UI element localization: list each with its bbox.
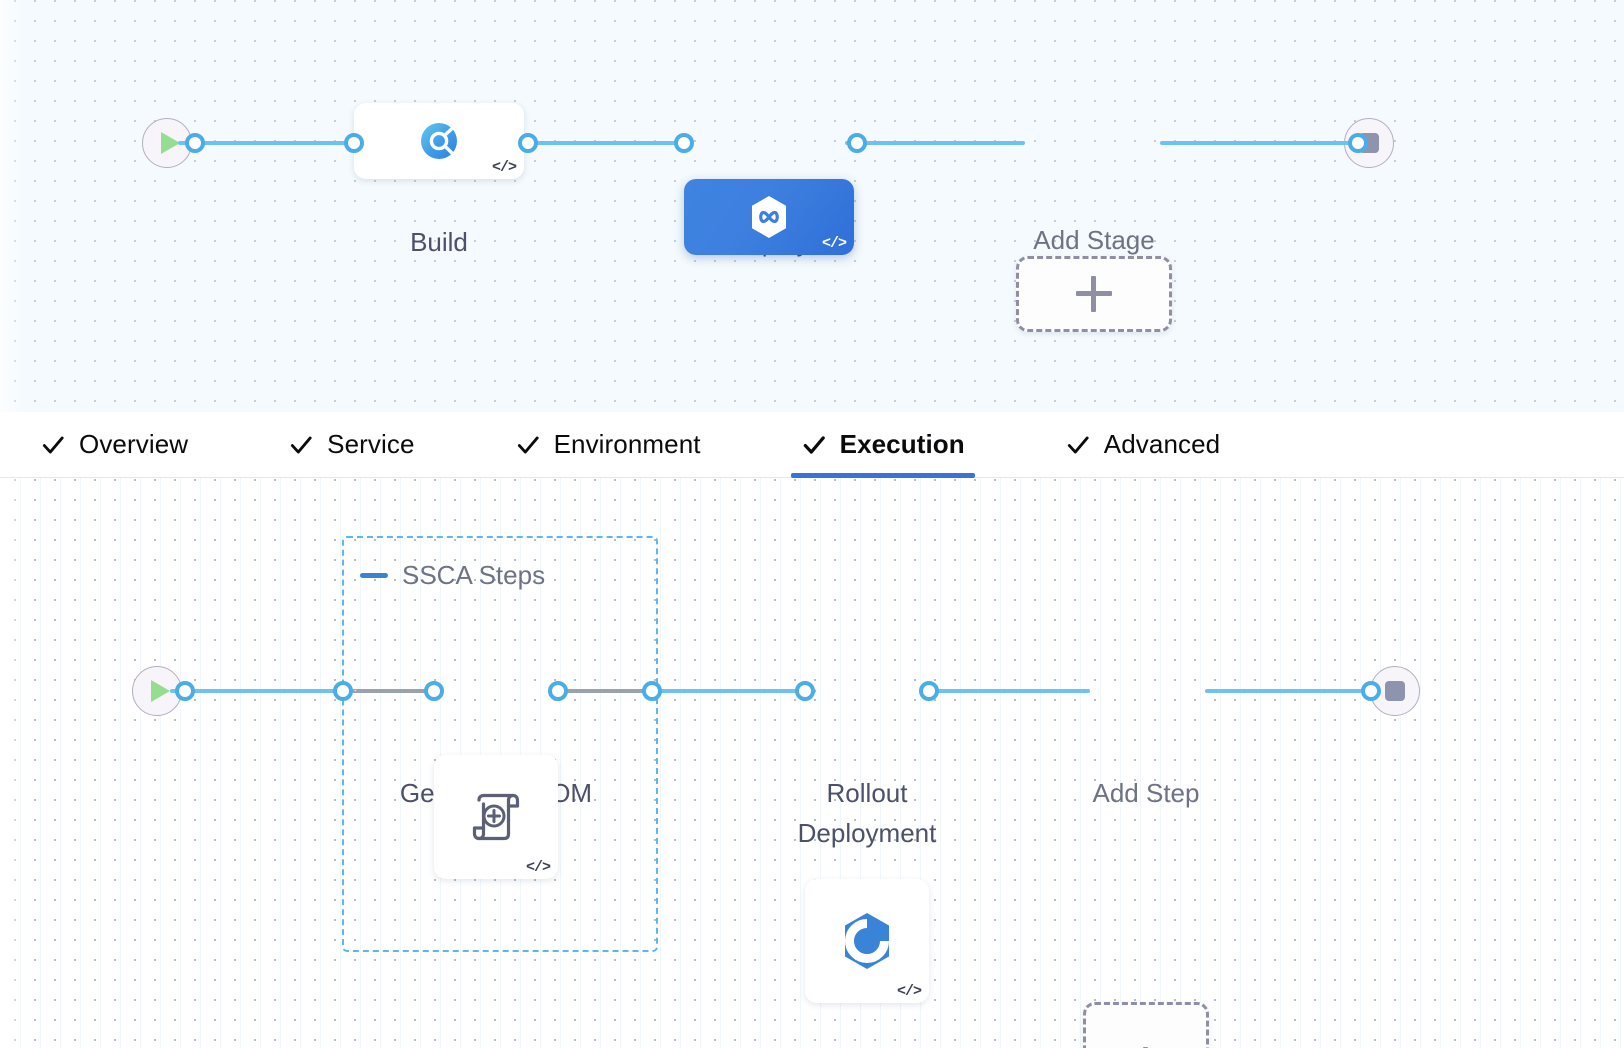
step-node-generate-sbom-body[interactable]: </> <box>434 755 558 879</box>
stage-link-deploy-to-add <box>845 141 1025 145</box>
step-rollout-out-port[interactable] <box>919 681 939 701</box>
ssca-group-entry-port[interactable] <box>333 681 353 701</box>
generate-sbom-code-badge[interactable]: </> <box>525 859 551 876</box>
check-icon <box>1067 436 1089 453</box>
play-icon <box>150 680 170 702</box>
step-node-rollout-deployment[interactable]: </> <box>805 879 929 1003</box>
tab-advanced[interactable]: Advanced <box>1055 412 1230 478</box>
tab-service-label: Service <box>327 429 415 459</box>
stage-config-tabs[interactable]: Overview Service Environment Execution A… <box>0 412 1624 478</box>
ssca-steps-group[interactable] <box>342 536 658 952</box>
tab-execution[interactable]: Execution <box>790 412 975 478</box>
ssca-steps-group-title: SSCA Steps <box>402 560 546 590</box>
tab-environment-label: Environment <box>553 429 701 459</box>
stage-start-port[interactable] <box>185 133 205 153</box>
tab-service[interactable]: Service <box>278 412 424 478</box>
tab-environment[interactable]: Environment <box>505 412 711 478</box>
step-end-port[interactable] <box>1361 681 1381 701</box>
check-icon <box>803 435 825 454</box>
add-step-button[interactable] <box>1083 1002 1209 1048</box>
harness-hexagon-infinity-icon <box>752 196 786 238</box>
ssca-group-exit-port[interactable] <box>642 681 662 701</box>
step-link-rollout-to-add <box>925 689 1090 693</box>
add-step-label: Add Step <box>1092 778 1200 808</box>
stage-end-port[interactable] <box>1348 133 1368 153</box>
execution-steps-canvas[interactable]: SSCA Steps </> Generate SBOM <box>0 478 1624 1048</box>
stage-link-add-to-end <box>1160 141 1355 145</box>
step-link-start-to-group <box>170 689 350 693</box>
stage-deploy-out-port[interactable] <box>847 133 867 153</box>
step-node-rollout-label: Rollout Deployment <box>797 778 937 848</box>
stage-link-start-to-build <box>178 141 358 145</box>
stage-build-in-port[interactable] <box>344 133 364 153</box>
stage-node-build-label: Build <box>410 227 468 257</box>
step-link-add-to-end <box>1205 689 1380 693</box>
step-rollout-in-port[interactable] <box>795 681 815 701</box>
stage-link-build-to-deploy <box>520 141 690 145</box>
step-link-group-to-rollout <box>650 689 816 693</box>
stop-icon <box>1385 681 1405 701</box>
play-icon <box>160 132 180 154</box>
step-link-sbom-to-group-exit <box>562 689 650 693</box>
add-stage-label: Add Stage <box>1033 225 1155 255</box>
ssca-steps-group-header[interactable]: SSCA Steps <box>360 560 545 591</box>
stage-build-out-port[interactable] <box>518 133 538 153</box>
check-icon <box>291 436 312 453</box>
stage-pipeline-canvas[interactable]: </> Build </> Deploy Add Stage <box>0 0 1624 412</box>
build-pie-icon <box>421 121 460 161</box>
step-sbom-in-port[interactable] <box>424 681 444 701</box>
add-stage-button[interactable] <box>1016 256 1172 332</box>
stage-node-deploy[interactable]: </> <box>684 179 854 255</box>
check-icon <box>42 436 64 453</box>
sbom-scroll-plus-icon <box>472 793 520 841</box>
tab-execution-label: Execution <box>839 429 965 459</box>
stage-deploy-in-port[interactable] <box>674 133 694 153</box>
rollout-hexagon-arrow-icon <box>845 913 889 969</box>
step-start-port[interactable] <box>175 681 195 701</box>
step-link-group-entry-to-sbom <box>352 689 436 693</box>
plus-icon <box>1076 276 1112 312</box>
tab-overview[interactable]: Overview <box>30 412 198 478</box>
build-code-badge[interactable]: </> <box>491 159 517 176</box>
rollout-code-badge[interactable]: </> <box>896 983 922 1000</box>
tab-advanced-label: Advanced <box>1103 429 1221 459</box>
check-icon <box>517 436 539 453</box>
minus-icon[interactable] <box>360 573 388 578</box>
deploy-code-badge[interactable]: </> <box>821 235 847 252</box>
stage-node-build[interactable]: </> <box>354 103 524 179</box>
tab-overview-label: Overview <box>79 429 189 459</box>
step-sbom-out-port[interactable] <box>548 681 568 701</box>
